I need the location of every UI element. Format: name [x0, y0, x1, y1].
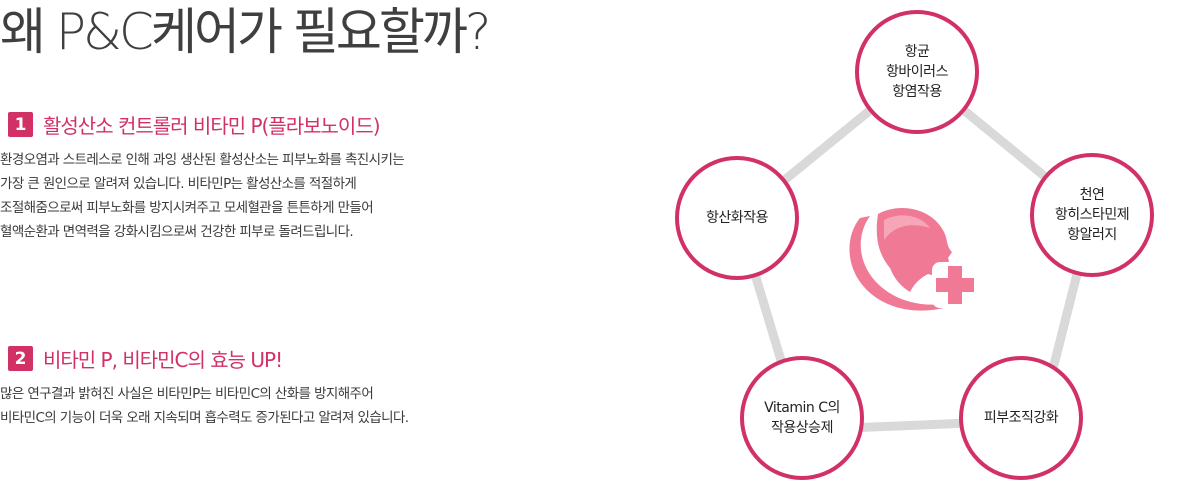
diagram-node-skin-tissue: 피부조직강화	[959, 356, 1083, 480]
node-text-line: 항알러지	[1067, 227, 1117, 243]
section-1-body-line: 혈액순환과 면역력을 강화시킴으로써 건강한 피부로 돌려드립니다.	[0, 224, 354, 240]
node-text-line: 항염작용	[892, 84, 942, 100]
node-text-line: 항바이러스	[886, 64, 948, 80]
section-1-heading: 1 활성산소 컨트롤러 비타민 P(플라보노이드)	[8, 110, 381, 139]
section-1-body-line: 환경오염과 스트레스로 인해 과잉 생산된 활성산소는 피부노화를 촉진시키는	[0, 152, 405, 168]
section-1-body: 환경오염과 스트레스로 인해 과잉 생산된 활성산소는 피부노화를 촉진시키는 …	[0, 148, 405, 244]
node-text-line: 작용상승제	[771, 420, 833, 436]
section-1-title: 활성산소 컨트롤러 비타민 P(플라보노이드)	[43, 114, 381, 138]
section-2-body-line: 비타민C의 기능이 더욱 오래 지속되며 흡수력도 증가된다고 알려져 있습니다…	[0, 410, 409, 426]
diagram-node-antioxidant: 항산화작용	[675, 156, 799, 280]
node-text-line: Vitamin C의	[764, 400, 840, 416]
node-text-line: 천연	[1079, 187, 1105, 203]
node-text-line: 피부조직강화	[983, 410, 1059, 426]
node-text-line: 항균	[904, 44, 930, 60]
section-2-title: 비타민 P, 비타민C의 효능 UP!	[43, 348, 283, 372]
face-profile-with-medical-cross-icon	[849, 208, 980, 311]
section-1-body-line: 조절해줌으로써 피부노화를 방지시켜주고 모세혈관을 튼튼하게 만들어	[0, 200, 374, 216]
page-headline: 왜 P&C케어가 필요할까?	[0, 3, 491, 61]
section-2-heading: 2 비타민 P, 비타민C의 효능 UP!	[8, 344, 283, 373]
section-2-body: 많은 연구결과 밝혀진 사실은 비타민P는 비타민C의 산화를 방지해주어 비타…	[0, 382, 409, 430]
section-2-body-line: 많은 연구결과 밝혀진 사실은 비타민P는 비타민C의 산화를 방지해주어	[0, 386, 374, 402]
section-2-number-badge: 2	[8, 346, 33, 371]
benefits-diagram: 항균 항바이러스 항염작용 천연 항히스타민제 항알러지 피부조직강화 Vita…	[660, 0, 1200, 490]
diagram-node-antibacterial: 항균 항바이러스 항염작용	[855, 10, 979, 134]
diagram-node-antihistamine: 천연 항히스타민제 항알러지	[1030, 153, 1154, 277]
node-text-line: 항히스타민제	[1054, 207, 1130, 223]
diagram-node-vitamin-c: Vitamin C의 작용상승제	[740, 356, 864, 480]
node-text-line: 항산화작용	[706, 210, 768, 226]
section-1-number-badge: 1	[8, 112, 33, 137]
section-1-body-line: 가장 큰 원인으로 알려져 있습니다. 비타민P는 활성산소를 적절하게	[0, 176, 357, 192]
